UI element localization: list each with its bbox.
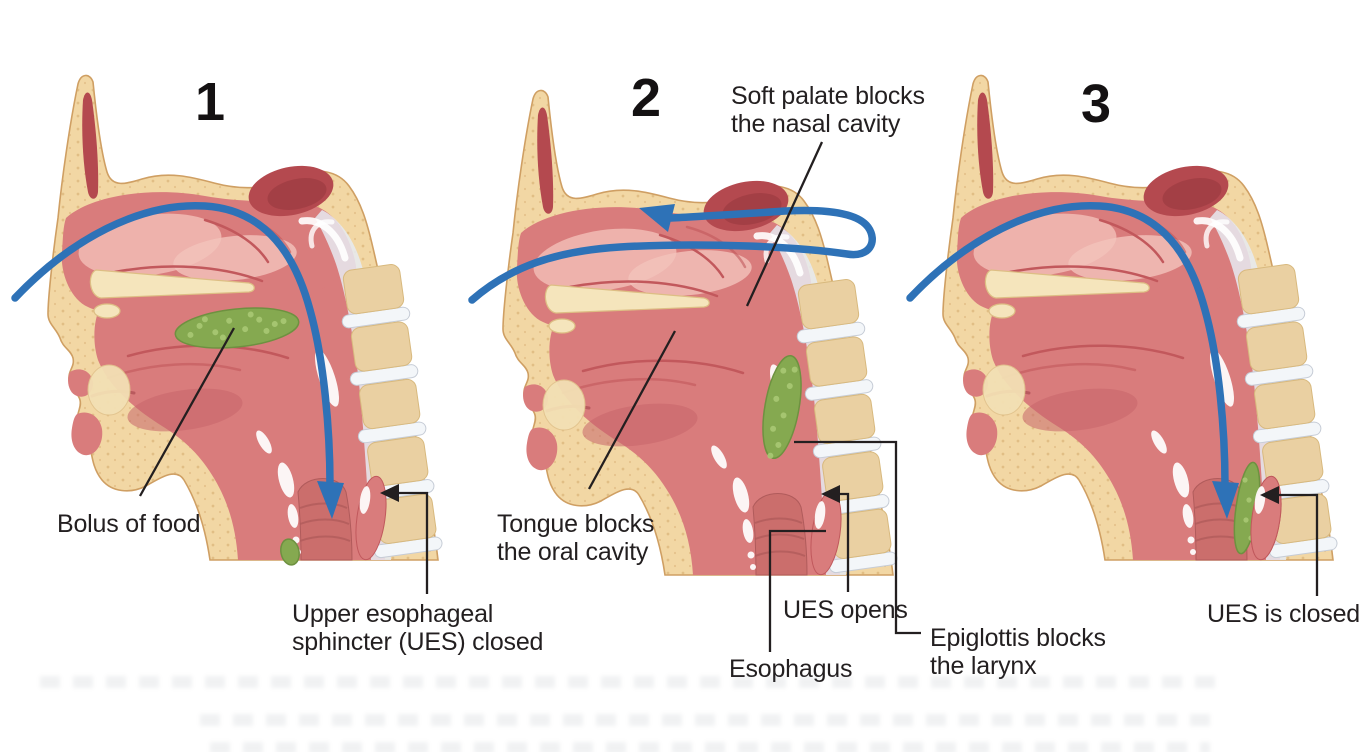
bolus-in-pharynx-shape [762, 354, 802, 460]
label-ues-is-closed: UES is closed [1207, 600, 1360, 628]
head-illustration-stage-3 [906, 60, 1355, 590]
label-esophagus: Esophagus [729, 655, 853, 683]
label-ues-closed: Upper esophageal sphincter (UES) closed [292, 600, 544, 656]
green-tissue-fragment [280, 538, 300, 566]
faint-artifact-band [200, 714, 1210, 726]
panel-2-number: 2 [630, 68, 662, 128]
faint-artifact-band [210, 742, 1210, 752]
label-ues-opens: UES opens [783, 596, 908, 624]
label-bolus-of-food: Bolus of food [57, 510, 201, 538]
swallow-arrow-down-icon [11, 202, 344, 519]
label-soft-palate: Soft palate blocks the nasal cavity [731, 82, 925, 138]
panel-1-number: 1 [194, 72, 226, 132]
label-tongue: Tongue blocks the oral cavity [497, 510, 655, 566]
faint-artifact-band [40, 676, 1220, 688]
label-epiglottis: Epiglottis blocks the larynx [930, 624, 1106, 680]
swallow-arrow-down-icon [906, 202, 1239, 519]
panel-3-number: 3 [1080, 74, 1112, 134]
